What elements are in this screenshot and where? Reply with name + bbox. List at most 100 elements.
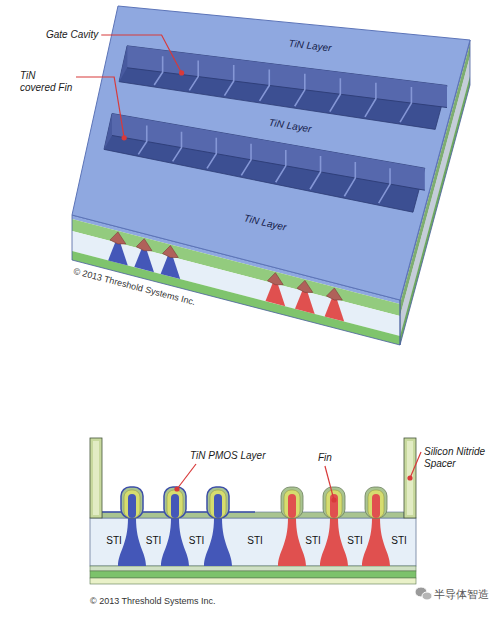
gate-cavity-wall xyxy=(127,46,447,108)
callout-label: Fin xyxy=(318,452,332,464)
covered-fin-rib xyxy=(310,156,321,189)
gate-cavity-end-wall xyxy=(119,46,127,82)
region-label: STI xyxy=(347,535,363,547)
covered-fin-rib xyxy=(138,126,146,155)
fin-top xyxy=(136,239,152,251)
copyright-note: © 2013 Threshold Systems Inc. xyxy=(90,596,216,607)
fin-outer-layer xyxy=(365,487,387,518)
cavity-wall-edge xyxy=(127,68,447,108)
spacer-inner xyxy=(93,441,99,515)
fin-tin-layer xyxy=(167,490,183,518)
layer-label: TiN Layer xyxy=(268,117,313,136)
sti-region xyxy=(90,518,416,566)
leader-dot xyxy=(331,497,336,502)
leader-line xyxy=(177,464,196,489)
fin-top xyxy=(297,280,313,292)
covered-fin-rib xyxy=(330,78,341,111)
fin-stem xyxy=(134,249,154,272)
wechat-icon xyxy=(422,592,432,600)
fin-top xyxy=(268,273,284,285)
fin-top xyxy=(110,232,126,244)
leader-line xyxy=(325,466,334,500)
region-label: STI xyxy=(106,535,122,547)
fin-tin-layer xyxy=(210,490,226,518)
fin-stem xyxy=(320,518,348,566)
leader-dot xyxy=(407,475,412,480)
fin-core xyxy=(330,494,338,518)
fin-core xyxy=(171,494,179,518)
gate-cavity-wall xyxy=(112,114,425,191)
covered-fin-rib xyxy=(189,61,198,91)
fin-core xyxy=(288,494,296,518)
leader-dot xyxy=(179,70,184,75)
layer-label: TiN Layer xyxy=(288,38,332,55)
fin-outer-layer xyxy=(281,487,303,518)
covered-fin-rib xyxy=(154,56,162,85)
callout-label: TiN covered Fin xyxy=(20,70,73,94)
substrate-layer xyxy=(90,578,416,584)
cavity-wall-edge xyxy=(112,135,425,190)
fin-stem xyxy=(266,283,286,306)
region-label: STI xyxy=(146,535,162,547)
spacer-wall xyxy=(90,438,102,518)
covered-fin-rib xyxy=(365,83,376,117)
fin-stem xyxy=(161,256,181,279)
fin-tin-layer xyxy=(284,490,300,518)
substrate-layer xyxy=(90,571,416,578)
fin-core xyxy=(128,494,136,518)
covered-fin-rib xyxy=(173,132,182,162)
covered-fin-rib xyxy=(344,162,355,196)
gate-cavity-floor xyxy=(104,114,425,213)
fin-stem xyxy=(118,518,146,566)
covered-fin-rib xyxy=(295,74,305,106)
layer-label: TiN Layer xyxy=(243,213,288,234)
fin-tin-layer xyxy=(368,490,384,518)
conformal-layer xyxy=(102,512,404,518)
fin-stem xyxy=(325,298,345,321)
covered-fin-rib xyxy=(276,150,286,182)
artwork xyxy=(72,6,470,600)
fin-stem xyxy=(161,518,189,566)
copyright-note: © 2013 Threshold Systems Inc. xyxy=(73,266,197,308)
substrate-layer xyxy=(90,566,416,571)
fin-top xyxy=(327,288,343,300)
tin-top-face xyxy=(72,6,470,300)
covered-fin-rib xyxy=(224,65,233,96)
fin-outer-layer xyxy=(121,487,143,518)
region-label: STI xyxy=(391,535,407,547)
leaders xyxy=(76,35,421,503)
fin-outer-layer xyxy=(207,487,229,518)
fin-top xyxy=(163,246,179,258)
covered-fin-rib xyxy=(400,87,411,122)
gate-cavity-end-wall xyxy=(104,114,112,150)
fin-outer-layer xyxy=(323,487,345,518)
spacer-inner xyxy=(407,441,413,515)
fin-core xyxy=(214,494,222,518)
gate-cavity-floor xyxy=(119,46,447,130)
watermark: 半导体智造 xyxy=(434,588,489,601)
covered-fin-rib xyxy=(260,69,270,101)
fin-tin-layer xyxy=(326,490,342,518)
fin-stem xyxy=(295,291,315,314)
callout-label: TiN PMOS Layer xyxy=(190,450,265,462)
covered-fin-rib xyxy=(207,138,216,169)
region-label: STI xyxy=(189,535,205,547)
fin-stem xyxy=(278,518,306,566)
leader-line xyxy=(76,77,124,138)
callout-label: Gate Cavity xyxy=(46,29,98,41)
covered-fin-rib xyxy=(379,168,390,203)
fin-stem xyxy=(362,518,390,566)
covered-fin-rib xyxy=(241,144,251,176)
leader-line xyxy=(410,452,421,478)
fin-stem xyxy=(108,242,128,265)
leader-dot xyxy=(174,486,179,491)
fin-stem xyxy=(204,518,232,566)
region-label: STI xyxy=(305,535,321,547)
fin-core xyxy=(372,494,380,518)
leader-dot xyxy=(122,135,127,140)
spacer-wall xyxy=(404,438,416,518)
fin-outer-layer xyxy=(164,487,186,518)
fin-tin-layer xyxy=(124,490,140,518)
